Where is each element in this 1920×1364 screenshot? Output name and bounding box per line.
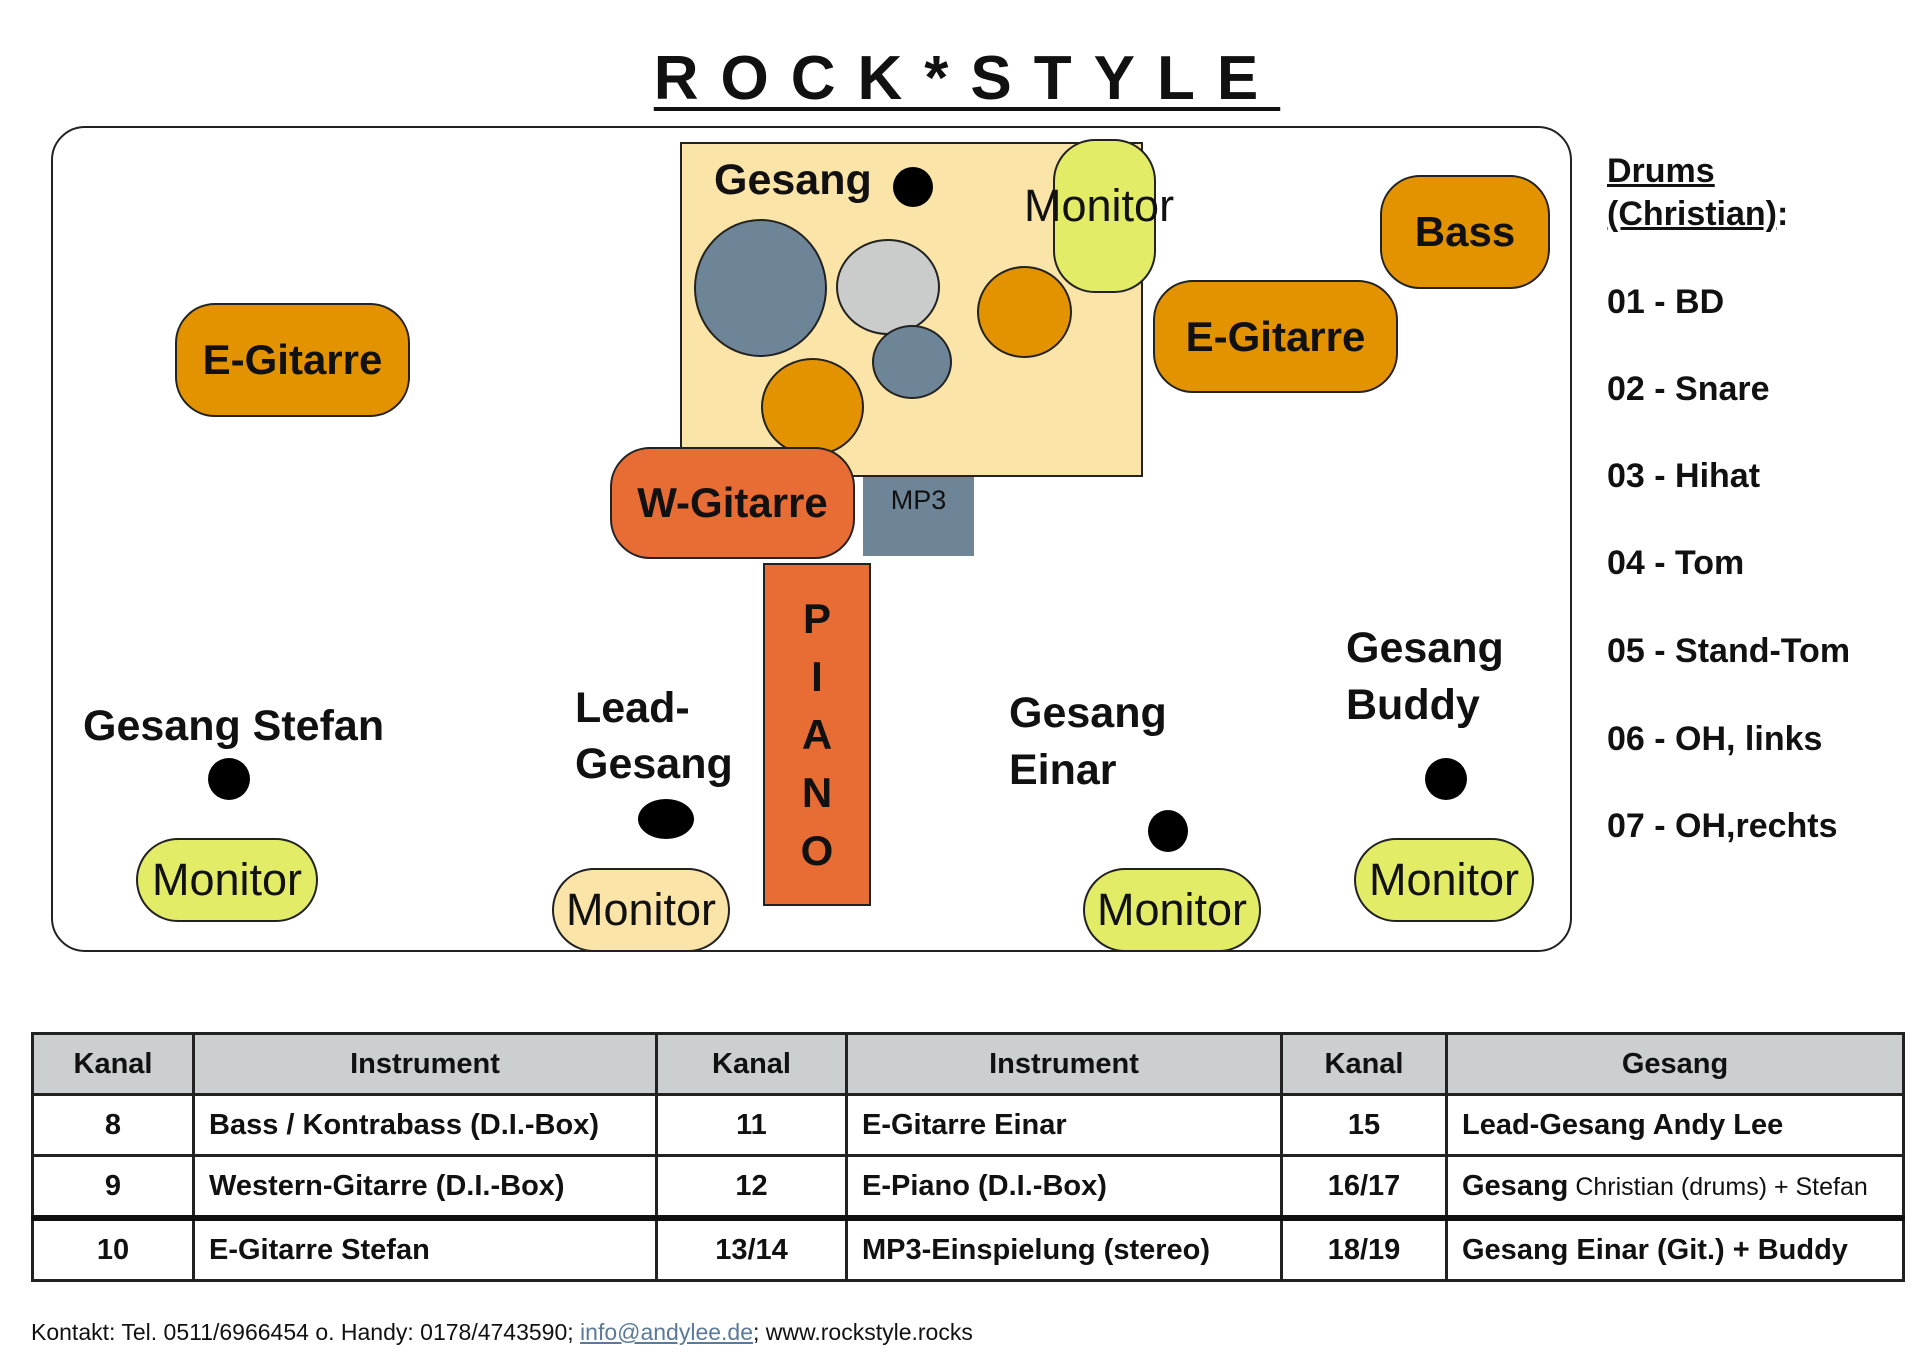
channel-cell: 18/19 bbox=[1280, 1215, 1448, 1282]
channel-cell: 16/17 bbox=[1280, 1154, 1448, 1220]
instrument-cell: Bass / Kontrabass (D.I.-Box) bbox=[192, 1093, 658, 1157]
channel-cell: 9 bbox=[31, 1154, 195, 1220]
table-row: 9 Western-Gitarre (D.I.-Box) 12 E-Piano … bbox=[31, 1154, 1905, 1220]
vocal-einar-label-line2: Einar bbox=[1009, 746, 1117, 794]
drum-monitor-wedge bbox=[1053, 139, 1156, 293]
channel-cell: 12 bbox=[655, 1154, 848, 1220]
drum-list-heading-colon: : bbox=[1777, 195, 1789, 233]
piano: P I A N O bbox=[763, 563, 871, 906]
drum-list-item: 01 - BD bbox=[1607, 283, 1725, 321]
vocal-cell: Lead-Gesang Andy Lee bbox=[1445, 1093, 1905, 1157]
drum-snare bbox=[836, 239, 940, 335]
vocal-stefan-mic-icon bbox=[208, 758, 250, 800]
stage-outline bbox=[51, 126, 1572, 952]
e-guitar-left-amp: E-Gitarre bbox=[175, 303, 410, 417]
drum-hihat bbox=[977, 266, 1072, 358]
channel-cell: 11 bbox=[655, 1093, 848, 1157]
drum-list-item: 02 - Snare bbox=[1607, 370, 1770, 408]
vocal-buddy-label-line2: Buddy bbox=[1346, 681, 1480, 729]
vocal-buddy-mic-icon bbox=[1425, 758, 1467, 800]
channel-cell: 13/14 bbox=[655, 1215, 848, 1282]
vocal-lead-label-line2: Gesang bbox=[575, 740, 733, 788]
drum-list-heading-line1: Drums bbox=[1607, 152, 1715, 190]
vocal-cell-detail: Christian (drums) + Stefan bbox=[1568, 1172, 1868, 1201]
e-guitar-right-amp: E-Gitarre bbox=[1153, 280, 1398, 393]
drum-vocal-mic-icon bbox=[893, 167, 933, 207]
drum-list-item: 03 - Hihat bbox=[1607, 457, 1761, 495]
vocal-lead-label-line1: Lead- bbox=[575, 684, 690, 732]
column-header: Instrument bbox=[845, 1032, 1283, 1096]
drum-list-item: 06 - OH, links bbox=[1607, 720, 1823, 758]
drum-channel-list: Drums (Christian): 01 - BD 02 - Snare 03… bbox=[1607, 150, 1850, 845]
column-header: Kanal bbox=[31, 1032, 195, 1096]
monitor-stefan: Monitor bbox=[136, 838, 318, 922]
title-text: ROCK*STYLE bbox=[653, 44, 1281, 113]
column-header: Instrument bbox=[192, 1032, 658, 1096]
vocal-cell: Gesang Einar (Git.) + Buddy bbox=[1445, 1215, 1905, 1282]
drum-list-heading-line2: (Christian): bbox=[1607, 193, 1788, 236]
channel-cell: 8 bbox=[31, 1093, 195, 1157]
vocal-cell-main: Lead-Gesang Andy Lee bbox=[1462, 1108, 1784, 1141]
drum-stand-tom bbox=[761, 358, 864, 456]
monitor-lead-label: Monitor bbox=[565, 884, 717, 935]
page-title: ROCK*STYLE bbox=[0, 44, 1920, 114]
piano-letter: O bbox=[800, 827, 834, 874]
piano-letter: N bbox=[801, 769, 833, 816]
footer-website-text: ; www.rockstyle.rocks bbox=[753, 1319, 973, 1345]
vocal-lead-mic-icon bbox=[638, 799, 694, 839]
monitor-lead: Monitor bbox=[552, 868, 730, 952]
vocal-stefan-label: Gesang Stefan bbox=[83, 702, 385, 750]
monitor-einar: Monitor bbox=[1083, 868, 1261, 952]
column-header: Gesang bbox=[1445, 1032, 1905, 1096]
table-header-row: Kanal Instrument Kanal Instrument Kanal … bbox=[31, 1032, 1905, 1096]
instrument-cell: E-Piano (D.I.-Box) bbox=[845, 1154, 1283, 1220]
monitor-buddy: Monitor bbox=[1354, 838, 1534, 922]
piano-letter: I bbox=[811, 653, 823, 700]
vocal-cell-main: Gesang Einar (Git.) + Buddy bbox=[1462, 1233, 1848, 1266]
footer-contact: Kontakt: Tel. 0511/6966454 o. Handy: 017… bbox=[31, 1319, 973, 1346]
monitor-stefan-label: Monitor bbox=[151, 854, 303, 905]
vocal-einar-label-line1: Gesang bbox=[1009, 689, 1167, 737]
column-header: Kanal bbox=[1280, 1032, 1448, 1096]
piano-letter: A bbox=[801, 711, 833, 758]
drum-list-item: 07 - OH,rechts bbox=[1607, 807, 1838, 845]
instrument-cell: E-Gitarre Einar bbox=[845, 1093, 1283, 1157]
mp3-label: MP3 bbox=[890, 485, 947, 515]
email-link[interactable]: info@andylee.de bbox=[580, 1319, 754, 1345]
drum-bass-drum bbox=[694, 219, 827, 357]
w-guitar-amp: W-Gitarre bbox=[610, 447, 855, 559]
drum-vocal-label: Gesang bbox=[714, 156, 872, 204]
drum-monitor-label: Monitor bbox=[1024, 180, 1175, 231]
monitor-einar-label: Monitor bbox=[1096, 884, 1248, 935]
drum-list-item: 05 - Stand-Tom bbox=[1607, 632, 1851, 670]
instrument-cell: Western-Gitarre (D.I.-Box) bbox=[192, 1154, 658, 1220]
mp3-player: MP3 bbox=[863, 477, 974, 556]
bass-amp: Bass bbox=[1380, 175, 1550, 289]
w-guitar-label: W-Gitarre bbox=[637, 479, 828, 526]
column-header: Kanal bbox=[655, 1032, 848, 1096]
table-row: 10 E-Gitarre Stefan 13/14 MP3-Einspielun… bbox=[31, 1215, 1905, 1282]
vocal-cell: Gesang Christian (drums) + Stefan bbox=[1445, 1154, 1905, 1220]
piano-letter: P bbox=[802, 595, 831, 642]
channel-cell: 10 bbox=[31, 1215, 195, 1282]
channel-table: Kanal Instrument Kanal Instrument Kanal … bbox=[31, 1032, 1905, 1282]
bass-label: Bass bbox=[1414, 208, 1516, 255]
channel-cell: 15 bbox=[1280, 1093, 1448, 1157]
instrument-cell: E-Gitarre Stefan bbox=[192, 1215, 658, 1282]
instrument-cell: MP3-Einspielung (stereo) bbox=[845, 1215, 1283, 1282]
e-guitar-right-label: E-Gitarre bbox=[1185, 312, 1366, 360]
drum-list-item: 04 - Tom bbox=[1607, 544, 1745, 582]
table-row: 8 Bass / Kontrabass (D.I.-Box) 11 E-Gita… bbox=[31, 1093, 1905, 1157]
footer-phone-text: Kontakt: Tel. 0511/6966454 o. Handy: 017… bbox=[31, 1319, 581, 1345]
vocal-cell-main: Gesang bbox=[1462, 1169, 1569, 1202]
vocal-einar-mic-icon bbox=[1148, 810, 1188, 852]
vocal-buddy-label-line1: Gesang bbox=[1346, 624, 1504, 672]
monitor-buddy-label: Monitor bbox=[1368, 854, 1520, 905]
drum-tom bbox=[872, 325, 952, 399]
drum-list-heading-name: (Christian) bbox=[1607, 195, 1777, 233]
e-guitar-left-label: E-Gitarre bbox=[202, 336, 383, 383]
